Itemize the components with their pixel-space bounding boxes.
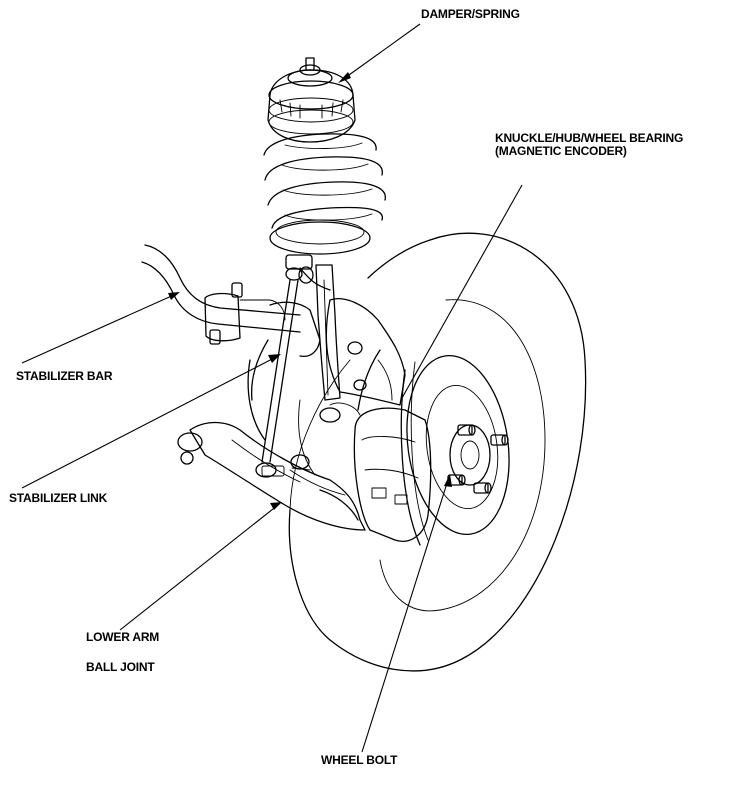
label-lower-arm: LOWER ARM (86, 630, 160, 644)
leader-stabilizer-link (21, 356, 277, 489)
wheel-bolts (447, 424, 509, 494)
ball-joint (290, 454, 311, 471)
coil-spring (263, 133, 386, 255)
leader-wheel-bolt (361, 479, 449, 753)
leader-stabilizer-bar (21, 293, 177, 364)
label-knuckle-line1: KNUCKLE/HUB/WHEEL BEARING (495, 131, 684, 145)
upper-mount (267, 57, 356, 143)
stabilizer-link (255, 267, 303, 478)
tire (288, 232, 587, 672)
label-ball-joint: BALL JOINT (86, 660, 155, 674)
label-damper-spring: DAMPER/SPRING (421, 7, 520, 21)
label-stabilizer-link: STABILIZER LINK (9, 491, 108, 505)
knuckle (325, 298, 406, 411)
label-knuckle-line2: (MAGNETIC ENCODER) (495, 144, 627, 158)
leader-lines (21, 23, 523, 753)
leader-lower-arm (119, 504, 279, 631)
brake-caliper (319, 402, 432, 542)
leader-knuckle (401, 184, 523, 399)
label-stabilizer-bar: STABILIZER BAR (16, 369, 113, 383)
label-wheel-bolt: WHEEL BOLT (321, 753, 398, 767)
lower-arm (177, 339, 366, 531)
leader-damper-spring (341, 23, 421, 81)
brake-rotor (400, 354, 510, 546)
stabilizer-bar (141, 244, 321, 358)
damper (285, 254, 341, 401)
